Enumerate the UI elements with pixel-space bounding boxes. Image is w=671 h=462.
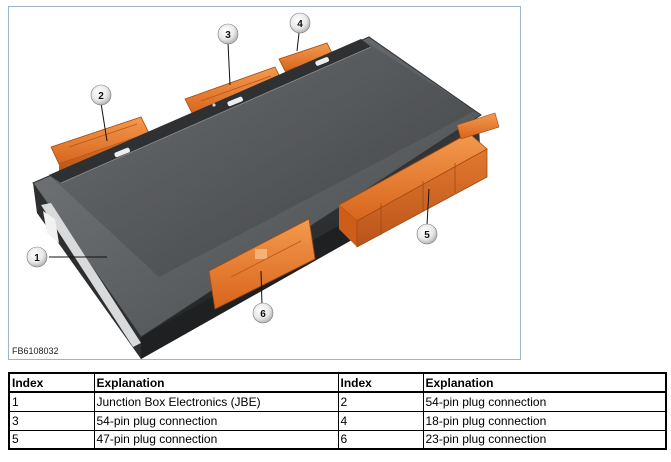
svg-text:4: 4 (297, 19, 303, 30)
table-row: 5 47-pin plug connection 6 23-pin plug c… (8, 429, 667, 450)
leader-5 (426, 188, 430, 226)
table-row: 1 Junction Box Electronics (JBE) 2 54-pi… (8, 391, 667, 412)
cell-explanation: 47-pin plug connection (93, 429, 339, 450)
cell-index: 3 (8, 410, 95, 431)
cell-explanation: Junction Box Electronics (JBE) (93, 391, 339, 412)
cell-explanation: 23-pin plug connection (422, 429, 667, 450)
header-explanation-1: Explanation (93, 372, 339, 393)
header-index-2: Index (337, 372, 424, 393)
legend-table: Index Explanation Index Explanation 1 Ju… (8, 372, 667, 450)
cell-explanation: 54-pin plug connection (93, 410, 339, 431)
cell-index: 1 (8, 391, 95, 412)
jbe-illustration: 1 2 3 4 5 6 (26, 12, 500, 359)
cell-index: 6 (337, 429, 424, 450)
callout-4: 4 (289, 12, 311, 34)
callout-5: 5 (416, 223, 438, 245)
header-index-1: Index (8, 372, 95, 393)
leader-3 (227, 42, 231, 86)
svg-text:6: 6 (260, 309, 266, 320)
figure-code: FB6108032 (12, 346, 59, 356)
connector-6 (208, 218, 316, 310)
svg-text:5: 5 (424, 230, 430, 241)
cell-index: 4 (337, 410, 424, 431)
cell-explanation: 18-pin plug connection (422, 410, 667, 431)
header-explanation-2: Explanation (422, 372, 667, 393)
callout-3: 3 (217, 23, 239, 45)
connector-5 (338, 112, 500, 248)
cell-index: 5 (8, 429, 95, 450)
svg-text:2: 2 (98, 91, 104, 102)
leader-6 (260, 270, 263, 306)
svg-text:1: 1 (34, 253, 40, 264)
callout-1: 1 (26, 246, 48, 268)
cell-index: 2 (337, 391, 424, 412)
cell-explanation: 54-pin plug connection (422, 391, 667, 412)
table-row: 3 54-pin plug connection 4 18-pin plug c… (8, 410, 667, 431)
component-figure: 1 2 3 4 5 6 FB6108032 (8, 6, 521, 360)
svg-text:3: 3 (225, 30, 231, 41)
callout-2: 2 (90, 84, 112, 106)
table-header-row: Index Explanation Index Explanation (8, 372, 667, 393)
callout-6: 6 (252, 302, 274, 324)
leader-4 (296, 32, 300, 52)
leader-2 (100, 102, 108, 142)
